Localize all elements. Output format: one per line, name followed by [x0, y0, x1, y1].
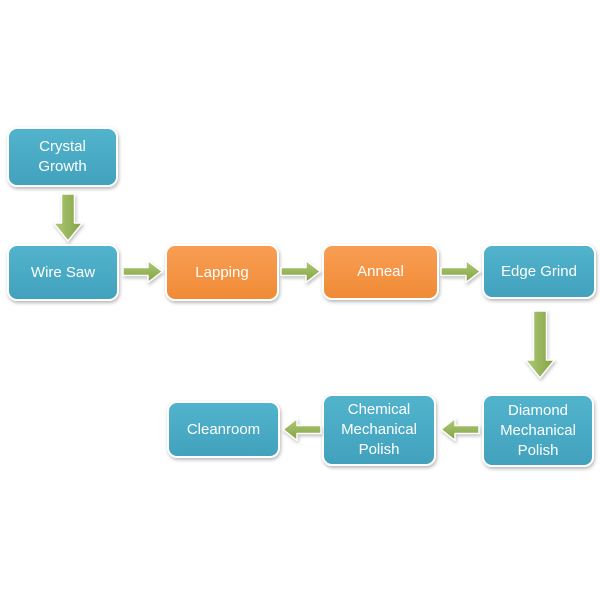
node-chemical-mechanical-polish: Chemical Mechanical Polish	[322, 394, 436, 466]
node-label: Diamond Mechanical Polish	[500, 401, 576, 459]
node-diamond-mechanical-polish: Diamond Mechanical Polish	[482, 394, 594, 467]
arrow-chemical-to-cleanroom	[282, 417, 322, 442]
node-lapping: Lapping	[165, 244, 279, 301]
node-label: Anneal	[357, 263, 404, 280]
arrow-anneal-to-edge-grind	[440, 259, 482, 284]
arrow-edge-grind-to-diamond-mechanical-polish	[524, 310, 556, 379]
arrow-diamond-to-chemical-mechanical-polish	[440, 417, 480, 442]
node-crystal-growth: Crystal Growth	[7, 127, 118, 187]
node-cleanroom: Cleanroom	[167, 401, 280, 458]
node-label: Chemical Mechanical Polish	[341, 401, 417, 458]
node-edge-grind: Edge Grind	[482, 244, 596, 299]
arrow-lapping-to-anneal	[280, 259, 322, 284]
node-anneal: Anneal	[322, 244, 439, 300]
node-label: Cleanroom	[186, 420, 261, 438]
arrow-crystal-growth-to-wire-saw	[52, 193, 84, 242]
node-label: Crystal Growth	[38, 138, 87, 175]
node-wire-saw: Wire Saw	[7, 244, 119, 301]
node-label: Wire Saw	[30, 263, 96, 281]
arrow-wire-saw-to-lapping	[122, 259, 164, 284]
node-label: Edge Grind	[501, 262, 577, 280]
node-label: Lapping	[195, 263, 249, 281]
